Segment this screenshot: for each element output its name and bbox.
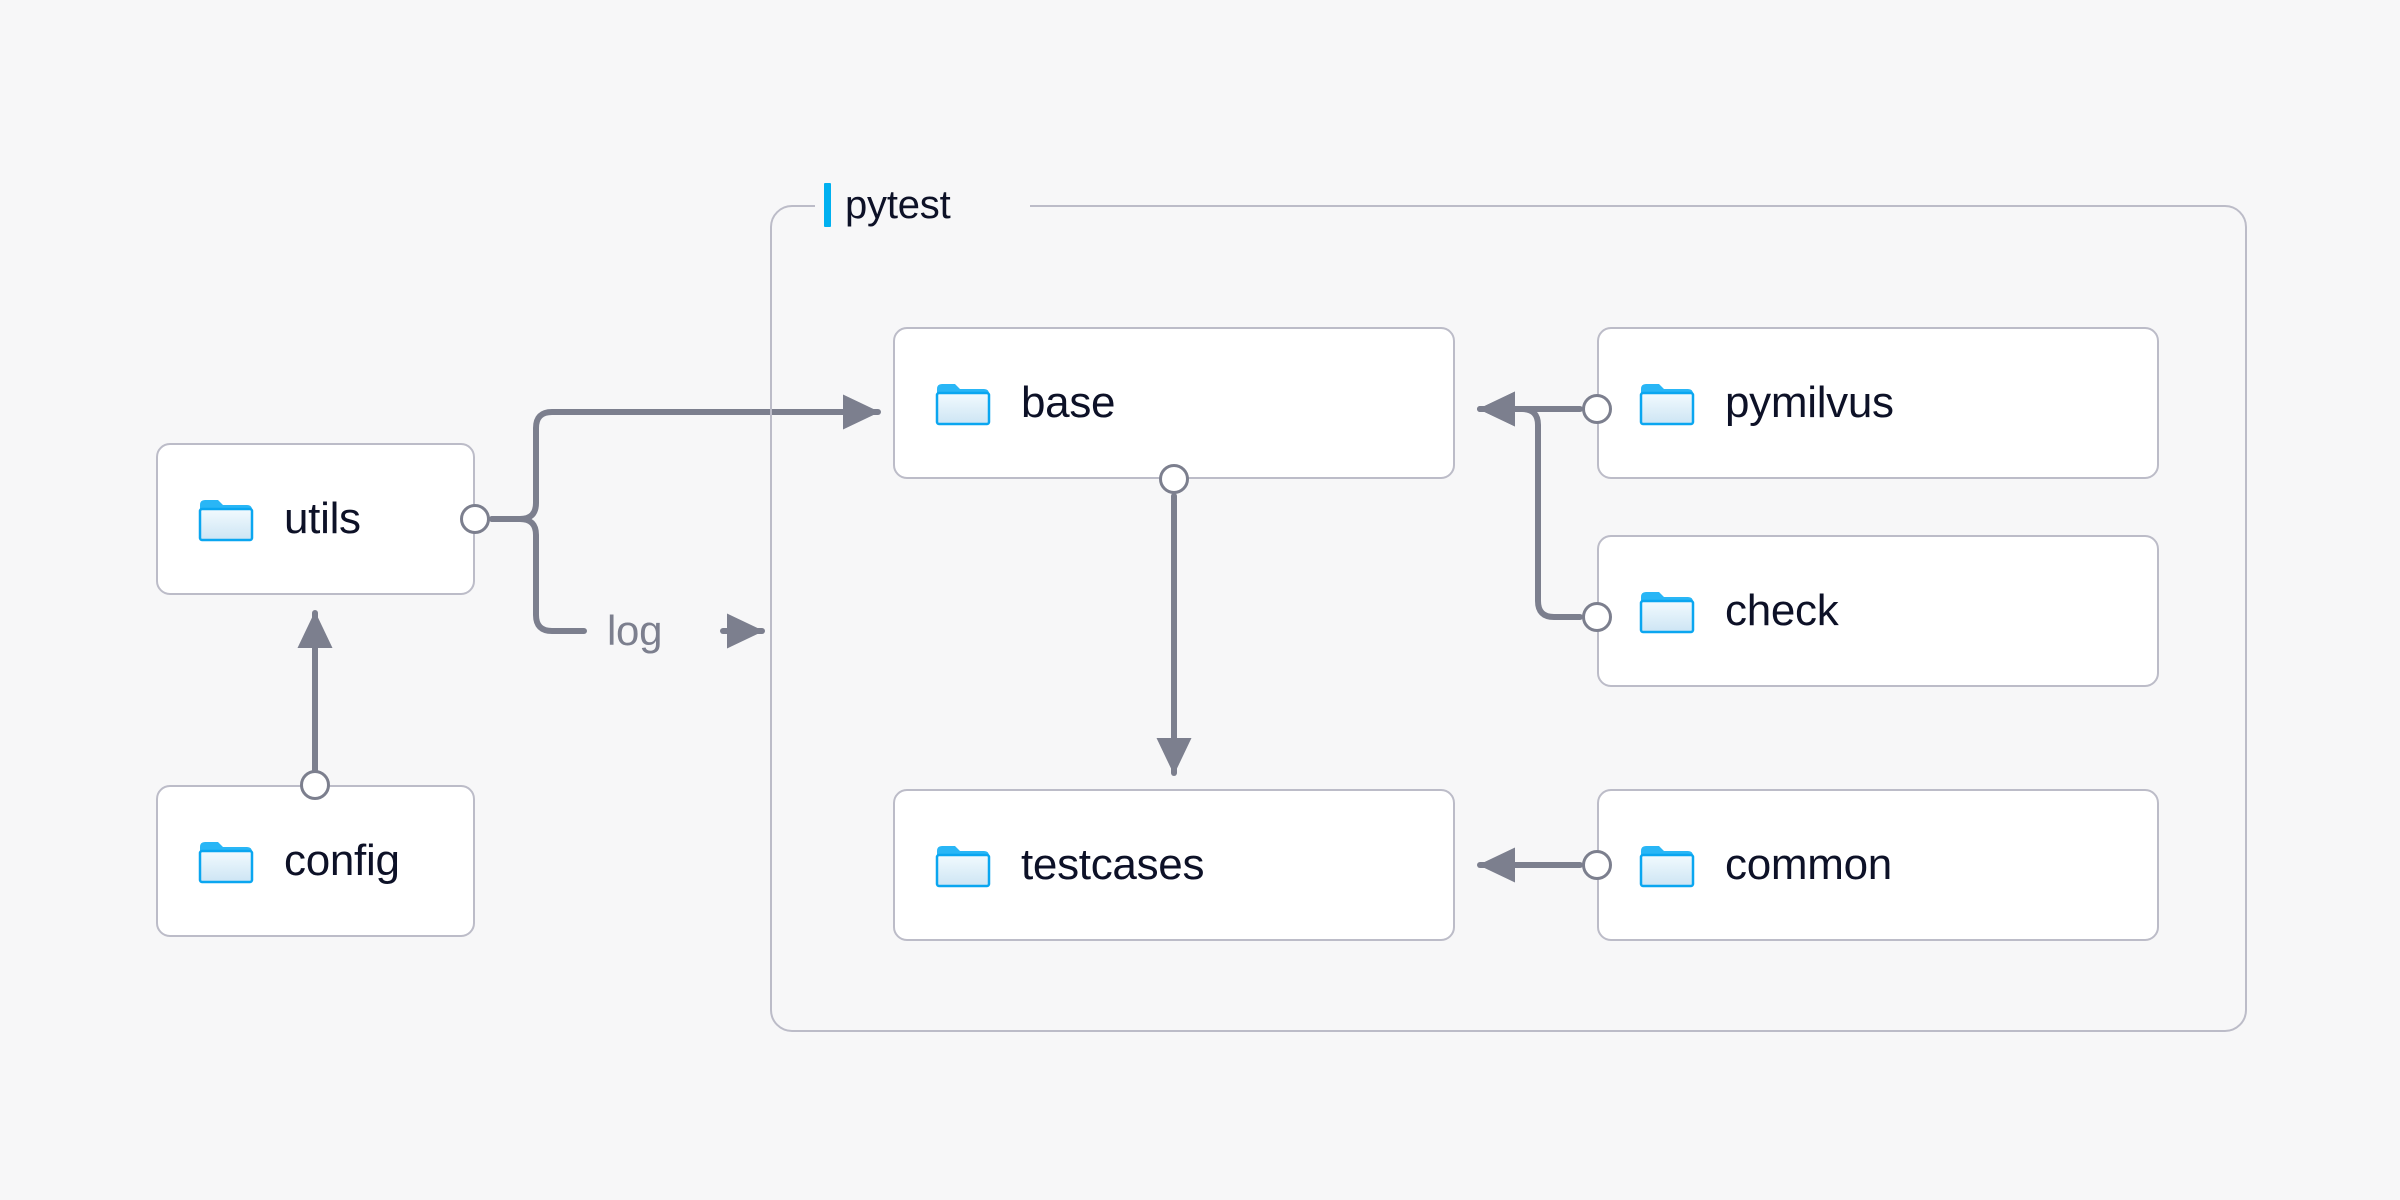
folder-icon (935, 846, 991, 888)
node-label: common (1725, 840, 1892, 889)
group-title-text: pytest (845, 183, 951, 227)
node-label: config (284, 836, 400, 885)
folder-icon (1639, 384, 1695, 426)
group-accent-bar (824, 183, 831, 227)
folder-icon (198, 842, 254, 884)
folder-icon (198, 500, 254, 542)
edge-label-log: log (607, 607, 663, 654)
node-label: pymilvus (1725, 378, 1894, 427)
port-check-left[interactable] (1582, 602, 1612, 632)
port-pymilvus-left[interactable] (1582, 394, 1612, 424)
folder-icon (1639, 592, 1695, 634)
group-pytest[interactable] (770, 205, 2247, 1032)
node-common[interactable]: common (1597, 789, 2159, 941)
port-utils-right[interactable] (460, 504, 490, 534)
node-utils[interactable]: utils (156, 443, 475, 595)
folder-icon (1639, 846, 1695, 888)
folder-icon (935, 384, 991, 426)
node-label: testcases (1021, 840, 1205, 889)
node-config[interactable]: config (156, 785, 475, 937)
node-testcases[interactable]: testcases (893, 789, 1455, 941)
node-label: base (1021, 378, 1116, 427)
node-label: check (1725, 586, 1839, 635)
node-label: utils (284, 494, 361, 543)
port-config-top[interactable] (300, 770, 330, 800)
node-base[interactable]: base (893, 327, 1455, 479)
group-label: pytest (824, 183, 951, 227)
port-base-bottom[interactable] (1159, 464, 1189, 494)
edge-utils-to-log (489, 516, 587, 634)
group-label-mask (815, 198, 1030, 212)
node-pymilvus[interactable]: pymilvus (1597, 327, 2159, 479)
node-check[interactable]: check (1597, 535, 2159, 687)
port-common-left[interactable] (1582, 850, 1612, 880)
